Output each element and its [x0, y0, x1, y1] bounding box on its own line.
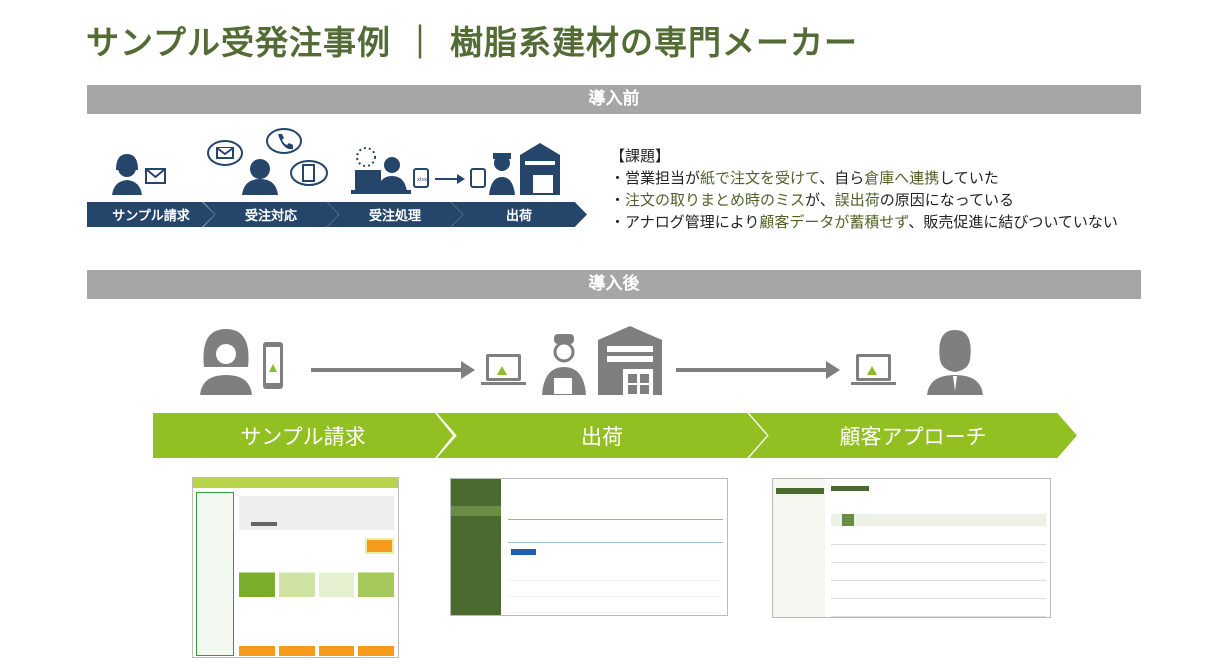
clock-icon [356, 147, 376, 167]
woman-icon [112, 154, 142, 195]
shipping-screenshot [450, 478, 728, 616]
before-step-2: 受注対応 [203, 202, 339, 227]
before-step-1: サンプル請求 [87, 202, 215, 227]
issue-item: ・営業担当が紙で注文を受けて、自ら倉庫へ連携していた [610, 167, 1118, 189]
before-icons: xlsx [112, 128, 560, 195]
arrow-icon [435, 174, 465, 184]
mail-bubble-icon [207, 140, 243, 166]
issue-text: 誤出荷 [834, 191, 880, 209]
issue-text: 顧客データが蓄積せず [759, 213, 909, 231]
issue-text: ・アナログ管理により [610, 213, 760, 231]
fax-bubble-icon [290, 160, 328, 186]
warehouse-icon [598, 326, 662, 395]
file-label: xlsx [417, 177, 427, 183]
arrow-icon [676, 361, 840, 379]
issue-text: 、販売促進に結びついていない [908, 213, 1118, 231]
warehouse-icon [520, 143, 560, 195]
delivery-person-icon [542, 334, 586, 395]
page-title: サンプル受発注事例 ｜ 樹脂系建材の専門メーカー [86, 23, 858, 62]
after-step-3: 顧客アプローチ [749, 413, 1077, 458]
issue-text: 注文の取りまとめ時のミス [625, 191, 806, 209]
issues-heading: 【課題】 [610, 147, 671, 165]
mail-icon [145, 168, 166, 184]
laptop-icon [851, 354, 896, 385]
arrow-icon [311, 361, 475, 379]
desk-worker-icon [351, 157, 411, 194]
issue-text: 、自ら [819, 169, 865, 187]
issue-text: 紙で注文を受けて [700, 169, 820, 187]
issues-list: 【課題】 ・営業担当が紙で注文を受けて、自ら倉庫へ連携していた・注文の取りまとめ… [610, 145, 1118, 233]
issue-text: の原因になっている [879, 191, 1015, 209]
laptop-icon [481, 354, 526, 385]
smartphone-icon [263, 342, 283, 389]
before-step-3: 受注処理 [327, 202, 463, 227]
delivery-person-icon [489, 153, 515, 195]
file-icon [413, 168, 486, 188]
before-band: 導入前 [87, 85, 1141, 114]
issue-text: ・営業担当が [610, 169, 701, 187]
businessman-icon [927, 330, 983, 395]
after-step-1: サンプル請求 [153, 413, 453, 458]
after-band: 導入後 [87, 270, 1141, 299]
phone-bubble-icon [266, 128, 302, 154]
customer-approach-screenshot [772, 478, 1051, 618]
after-icons [200, 326, 983, 395]
issue-text: 倉庫へ連携 [864, 169, 940, 187]
sample-request-screenshot [192, 477, 399, 658]
issue-item: ・注文の取りまとめ時のミスが、誤出荷の原因になっている [610, 189, 1118, 211]
issue-item: ・アナログ管理により顧客データが蓄積せず、販売促進に結びついていない [610, 211, 1118, 233]
woman-icon [200, 329, 252, 395]
issue-text: していた [939, 169, 999, 187]
before-step-4: 出荷 [451, 202, 587, 227]
after-step-2: 出荷 [437, 413, 767, 458]
man-icon [242, 159, 278, 195]
issue-text: ・ [610, 191, 626, 209]
issue-text: が、 [805, 191, 835, 209]
